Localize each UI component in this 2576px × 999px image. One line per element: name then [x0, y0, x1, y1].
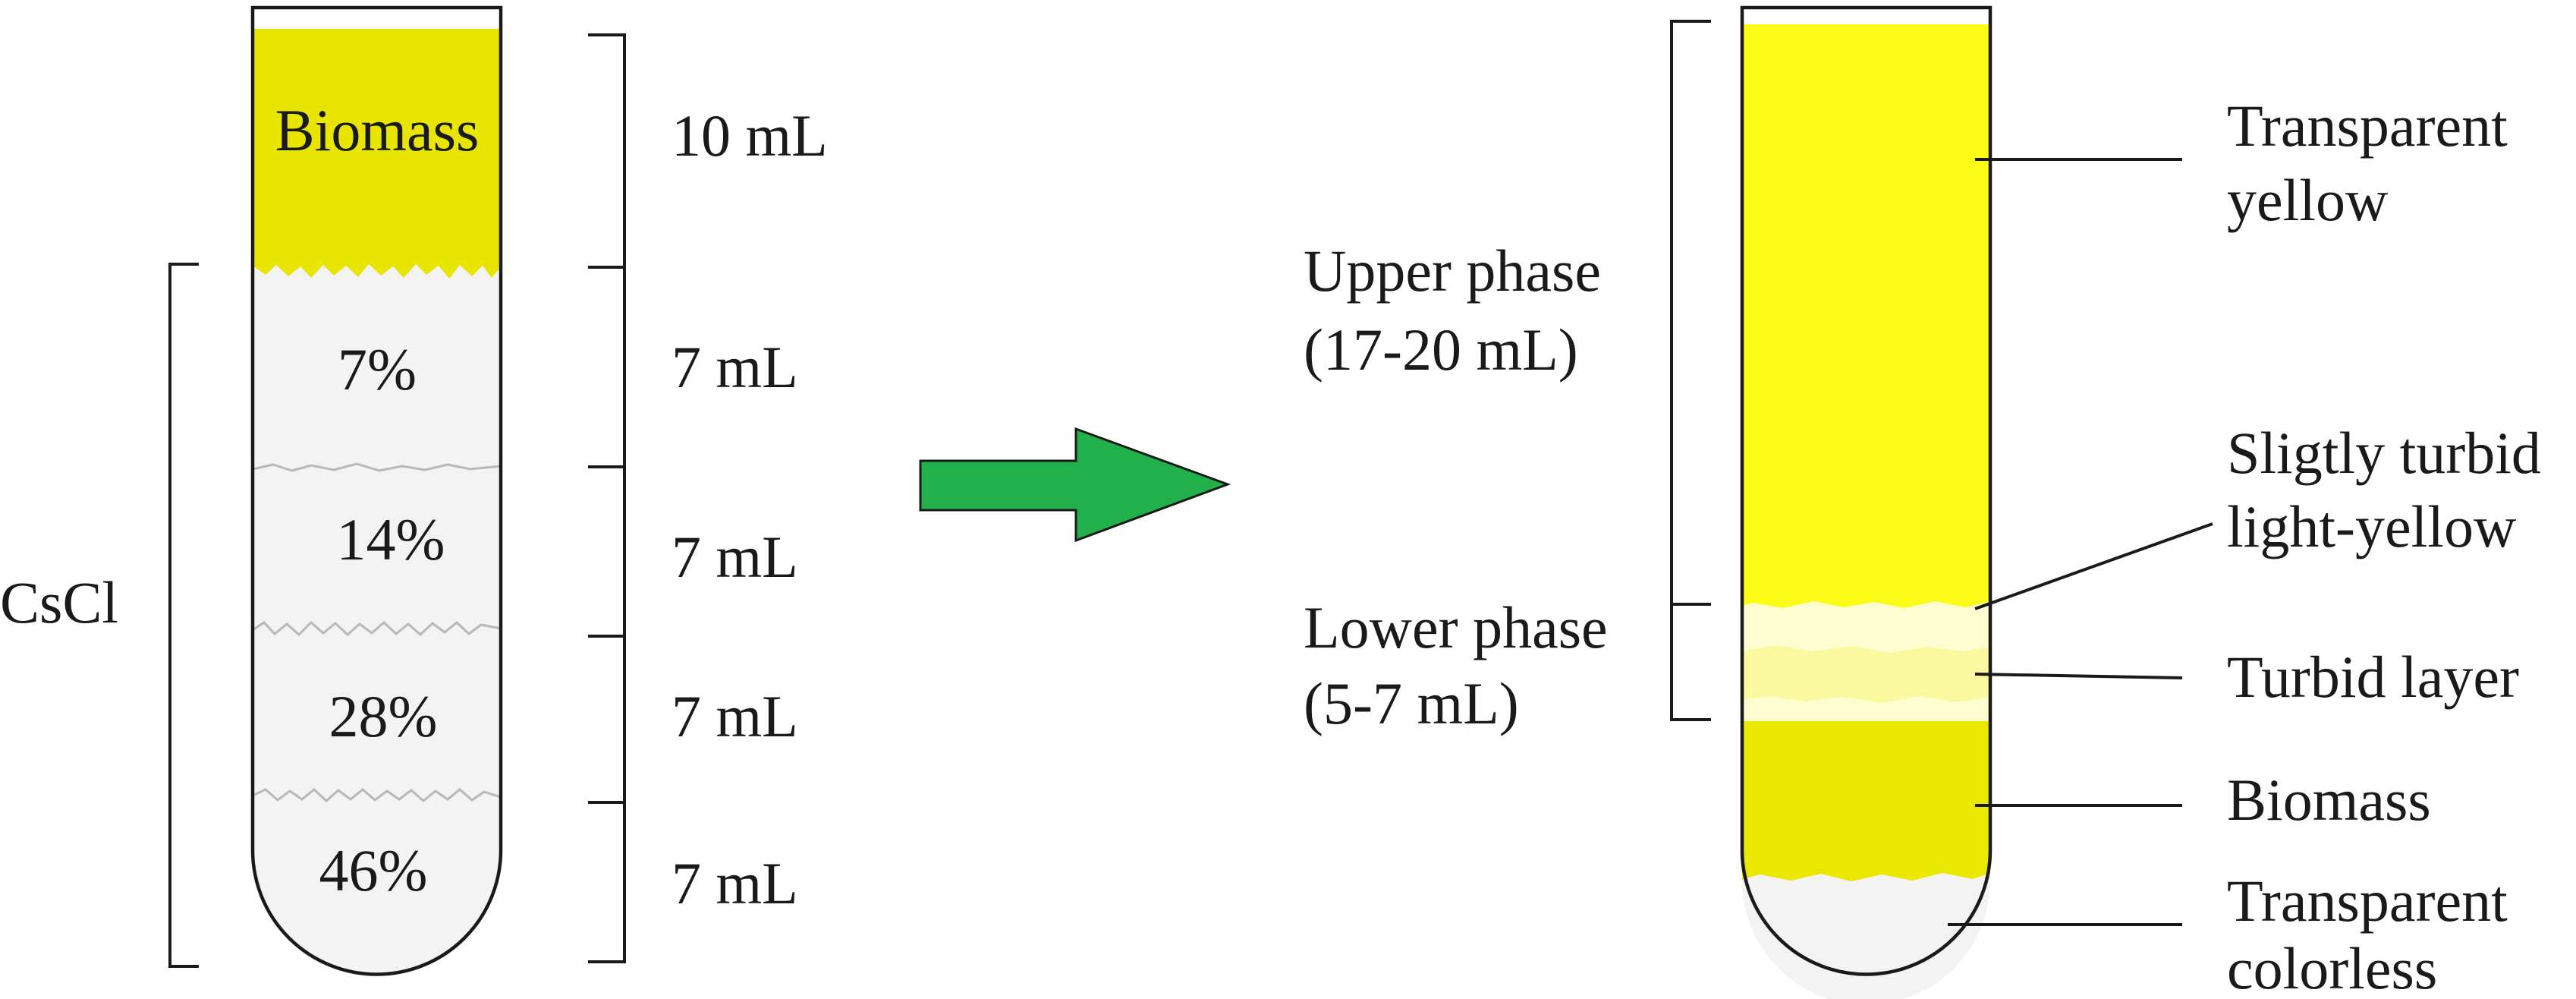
left-tube-biomass-fill	[253, 29, 501, 279]
volume-label-28: 7 mL	[672, 683, 798, 749]
annotation-transparent-yellow-2: yellow	[2227, 167, 2388, 233]
annotation-transparent-yellow-1: Transparent	[2227, 93, 2508, 159]
annotation-colorless-1: Transparent	[2227, 868, 2508, 934]
process-arrow	[919, 427, 1231, 543]
annotation-turbid-layer: Turbid layer	[2227, 644, 2519, 710]
layer-label-7: 7%	[338, 336, 417, 402]
right-annotations: Transparent yellow Sligtly turbid light-…	[1948, 93, 2541, 999]
right-tube-upper-phase-fill	[1742, 24, 1990, 608]
cscl-label: CsCl	[0, 569, 118, 635]
left-tube: Biomass 7% 14% 28% 46%	[250, 5, 503, 976]
layer-label-28: 28%	[329, 683, 438, 749]
volume-label-7: 7 mL	[672, 334, 798, 400]
right-tube-turbid-band	[1742, 645, 1990, 703]
boundary-28-46	[252, 788, 502, 803]
volume-label-14: 7 mL	[672, 524, 798, 590]
volume-label-46: 7 mL	[672, 850, 798, 916]
right-tube-outline	[1740, 5, 1993, 976]
volume-bracket: 10 mL 7 mL 7 mL 7 mL 7 mL	[588, 33, 828, 963]
annotation-light-yellow-2: light-yellow	[2227, 493, 2516, 559]
cscl-bracket: CsCl	[0, 263, 199, 968]
upper-phase-label-2: (17-20 mL)	[1304, 317, 1578, 383]
right-tube-bottom-grey	[1742, 873, 1990, 999]
layer-label-14: 14%	[337, 506, 445, 572]
phase-bracket: Upper phase (17-20 mL) Lower phase (5-7 …	[1304, 20, 1711, 736]
right-tube	[1740, 5, 1993, 999]
left-tube-gradient-fill	[253, 258, 501, 975]
lower-phase-label-1: Lower phase	[1304, 594, 1608, 660]
annotation-colorless-2: colorless	[2227, 935, 2437, 999]
layer-label-46: 46%	[319, 837, 428, 903]
leader-light-yellow	[1974, 522, 2213, 610]
volume-label-top: 10 mL	[672, 102, 828, 169]
lower-phase-label-2: (5-7 mL)	[1304, 670, 1519, 736]
leader-turbid-layer	[1974, 673, 2183, 679]
boundary-7-14	[252, 462, 502, 472]
annotation-biomass: Biomass	[2227, 767, 2431, 833]
annotation-light-yellow-1: Sligtly turbid	[2227, 420, 2541, 486]
upper-phase-label-1: Upper phase	[1304, 238, 1601, 304]
right-tube-biomass-fill	[1742, 721, 1990, 881]
left-tube-outline	[250, 5, 503, 976]
left-biomass-label: Biomass	[275, 97, 480, 163]
boundary-14-28	[252, 620, 502, 637]
